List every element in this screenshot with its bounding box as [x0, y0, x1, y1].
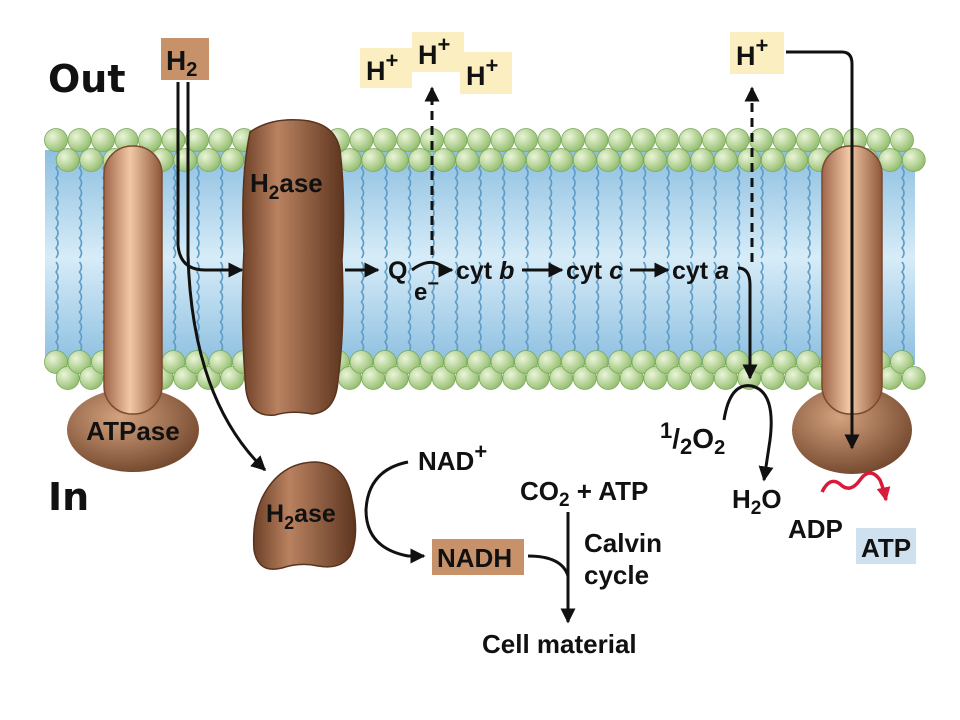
h2ase-cytoplasm-label: H2ase [266, 500, 336, 533]
h2-to-cytoplasmic-hydrogenase-arrow [186, 82, 267, 472]
cell-material-label: Cell material [482, 629, 637, 659]
proton-h-plus-4: H+ [730, 32, 784, 74]
membrane-hydrogenase: H2ase [241, 119, 345, 417]
h2ase-membrane-label: H2ase [250, 168, 323, 204]
nadh-box [432, 539, 524, 575]
q-electron-curve [411, 260, 441, 272]
water-label: H2O [732, 484, 782, 519]
atp-box [856, 528, 916, 564]
atpase-left-head [67, 388, 199, 472]
atp-label: ATP [861, 533, 911, 563]
nad-reduction-arrow [364, 460, 426, 564]
svg-text:H+: H+ [366, 48, 398, 86]
nadh-to-calvin-arrow [527, 554, 570, 577]
calvin-label-line1: Calvin [584, 528, 662, 558]
proton-h-plus-1: H+ [360, 48, 412, 88]
electron-label: e− [414, 273, 439, 306]
h2ase-membrane-shape [241, 119, 345, 417]
atpase-left-stalk [103, 145, 163, 415]
h2-box [161, 38, 209, 80]
proton-h-plus-2: H+ [412, 32, 464, 72]
cyt-b-label: cyt b [456, 257, 514, 285]
cyt-a-label: cyt a [672, 257, 729, 285]
svg-text:H+: H+ [736, 33, 768, 71]
atpase-label: ATPase [86, 416, 179, 446]
cyt-c-label: cyt c [566, 257, 623, 285]
proton-return-arrow [786, 50, 860, 450]
co2-atp-label: CO2 + ATP [520, 476, 648, 511]
region-label-in: In [48, 475, 89, 519]
region-label-out: Out [48, 57, 126, 101]
h2ase-cytoplasm-shape [252, 461, 357, 570]
atpase-left: ATPase [67, 145, 199, 472]
cytoplasmic-hydrogenase: H2ase [252, 461, 357, 570]
svg-text:H+: H+ [466, 53, 498, 91]
proton-h-plus-3: H+ [460, 52, 512, 94]
half-oxygen-label: 1/2O2 [660, 418, 725, 459]
quinone-label: Q [388, 257, 407, 285]
adp-label: ADP [788, 514, 843, 544]
h2-to-membrane-hydrogenase-arrow [176, 82, 244, 278]
calvin-label-line2: cycle [584, 560, 649, 590]
h2-label: H2 [166, 45, 197, 81]
svg-text:H+: H+ [418, 32, 450, 70]
nad-plus-label: NAD+ [418, 439, 487, 476]
lipid-heads-inner [44, 350, 926, 390]
cyta-to-oxygen-arrow [737, 266, 758, 380]
nadh-label: NADH [437, 543, 512, 573]
adp-to-atp-arrow [820, 471, 891, 502]
h2-substrate: H2 [161, 38, 209, 81]
oxygen-to-water-arrow [722, 384, 774, 482]
